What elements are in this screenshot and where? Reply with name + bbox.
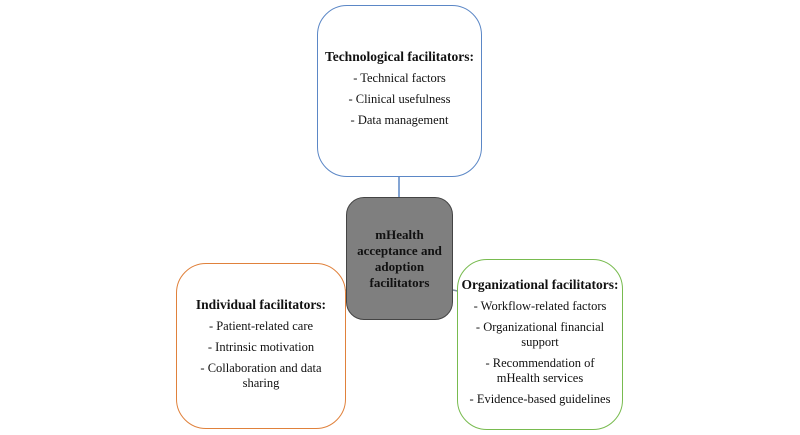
technological-list: - Technical factors - Clinical usefulnes…: [340, 71, 458, 134]
individual-list: - Patient-related care - Intrinsic motiv…: [177, 319, 345, 397]
list-item: - Recommendation of mHealth services: [485, 356, 595, 385]
organizational-facilitators-box: Organizational facilitators: - Workflow-…: [457, 259, 623, 430]
list-item: - Technical factors: [353, 71, 446, 85]
list-item: - Intrinsic motivation: [207, 339, 315, 354]
list-item: - Workflow-related factors: [473, 299, 607, 313]
list-item: - Evidence-based guidelines: [469, 392, 611, 406]
list-item: - Clinical usefulness: [348, 92, 451, 106]
organizational-list: - Workflow-related factors - Organizatio…: [458, 299, 622, 413]
individual-facilitators-box: Individual facilitators: - Patient-relat…: [176, 263, 346, 429]
individual-title: Individual facilitators:: [195, 296, 327, 312]
list-item: - Data management: [350, 113, 449, 127]
center-title: mHealth acceptance and adoption facilita…: [357, 226, 442, 290]
list-item: - Collaboration and data sharing: [200, 360, 322, 390]
list-item: - Patient-related care: [208, 318, 314, 333]
technological-title: Technological facilitators:: [324, 49, 475, 64]
list-item: - Organizational financial support: [475, 320, 605, 349]
organizational-title: Organizational facilitators:: [461, 277, 619, 292]
technological-facilitators-box: Technological facilitators: - Technical …: [317, 5, 482, 177]
center-box: mHealth acceptance and adoption facilita…: [346, 197, 453, 320]
